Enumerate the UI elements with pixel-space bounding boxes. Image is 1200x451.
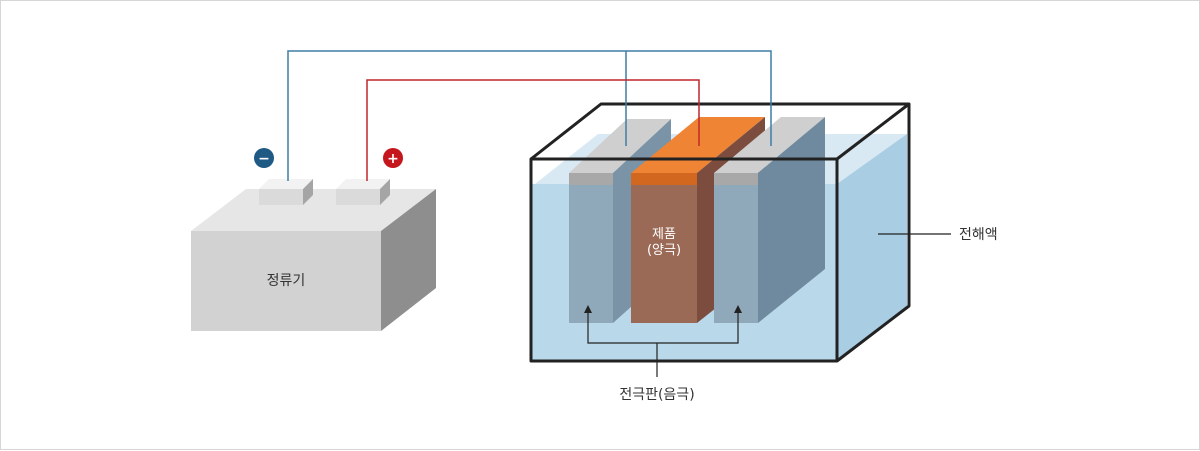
electrode-plate-label: 전극판(음극) [619,387,694,403]
rectifier-label: 정류기 [267,273,306,289]
electrolyte-callout: 전해액 [878,227,998,243]
negative-badge: − [254,148,274,168]
plus-icon: + [387,151,399,167]
rectifier-front-face [191,231,381,331]
positive-badge: + [383,148,403,168]
rectifier-side-face [381,189,436,331]
negative-wire [287,50,772,181]
electrode-plate-right [714,117,825,323]
arrow-up-icon [734,305,742,313]
electrode-plate-callout [584,305,742,377]
product-front [631,173,697,323]
minus-icon: − [258,151,270,167]
positive-wire [366,79,700,181]
electrolyte-side [837,134,907,361]
positive-terminal [336,189,380,205]
rectifier: 정류기 [191,179,436,331]
negative-terminal [259,189,303,205]
negative-badge-circle [254,148,274,168]
arrow-up-icon [584,305,592,313]
electrolyte-label: 전해액 [959,227,998,243]
product-label-line2: (양극) [647,243,681,258]
tank-outline [529,102,911,363]
positive-badge-circle [383,148,403,168]
product-label-line1: 제품 [652,227,676,242]
